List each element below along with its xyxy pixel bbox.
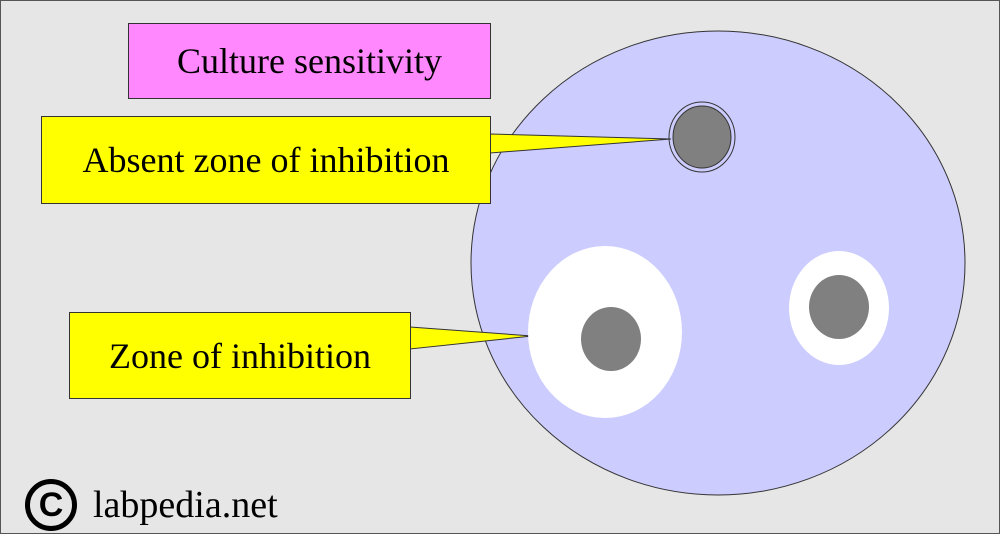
sensitive-disc-right: [809, 275, 869, 339]
resistant-disc-ring: [668, 101, 736, 173]
site-name: labpedia.net: [93, 484, 278, 526]
zone-callout: Zone of inhibition: [69, 312, 411, 399]
absent-zone-callout-text: Absent zone of inhibition: [82, 140, 450, 180]
zone-callout-text: Zone of inhibition: [109, 335, 371, 376]
title-text: Culture sensitivity: [177, 41, 442, 81]
copyright-notice: C labpedia.net: [25, 475, 278, 534]
absent-zone-callout: Absent zone of inhibition: [41, 116, 491, 204]
title-label: Culture sensitivity: [128, 23, 491, 99]
sensitive-disc-left: [581, 307, 641, 371]
culture-plate: [470, 30, 966, 496]
resistant-disc: [672, 105, 732, 169]
copyright-icon: C: [25, 479, 77, 531]
